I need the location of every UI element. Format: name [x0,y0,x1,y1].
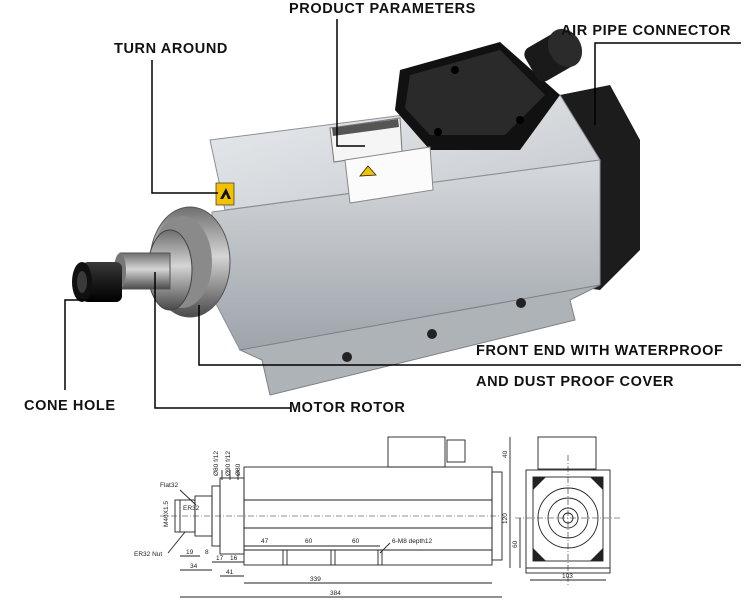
rotor-shaft [119,252,171,290]
leader-front-end [198,305,741,366]
leader-motor-rotor [154,272,290,409]
leader-cone-hole [64,299,95,390]
dim-holes: 6-M8 depth12 [392,538,432,545]
callout-cone-hole: CONE HOLE [24,398,116,414]
dim-flat: Flat32 [160,482,178,489]
dim-h40: 40 [502,450,509,458]
dim-h120: 120 [502,513,509,524]
foot-bolt-hole [427,329,437,339]
dim-h60: 60 [512,540,519,548]
dim-60b: 60 [352,538,360,545]
dim-60a: 60 [305,538,313,545]
dim-384: 384 [330,590,341,597]
rotation-sticker [215,182,235,206]
dim-er-nut: ER32 Nut [134,551,162,558]
callout-motor-rotor: MOTOR ROTOR [289,400,406,416]
terminal-screw [451,66,459,74]
callout-front-end-line1: FRONT END WITH WATERPROOF [476,343,724,359]
drawing-end-view-box [537,436,597,470]
dim-er-label: ER32 [183,505,200,512]
dim-19: 19 [186,549,194,556]
end-view-corners [533,477,603,561]
dim-34: 34 [190,563,198,570]
terminal-screw [516,116,524,124]
dim-339: 339 [310,576,321,583]
callout-front-end-line2: AND DUST PROOF COVER [476,374,675,390]
dim-17: 17 [216,555,224,562]
mounting-foot [238,284,601,396]
spindle-illustration [64,19,741,409]
dim-16: 16 [230,555,238,562]
leader-air-pipe [594,42,741,125]
er-collet-nut [72,262,122,302]
nameplate [329,117,434,204]
drawing-gland [446,439,466,463]
dim-thread: M40X1.5 [163,501,170,527]
dim-8: 8 [205,549,209,556]
callout-turn-around: TURN AROUND [114,41,228,57]
foot-bolt-hole [516,298,526,308]
leader-lines [64,19,741,409]
cable-gland [524,28,583,82]
dim-41: 41 [226,569,234,576]
dim-dia2: Ø90 f/12 [225,451,232,476]
foot-bolt-hole [342,352,352,362]
drawing-terminal-box [387,436,446,468]
dim-dia1: Ø80 f/12 [213,451,220,476]
leader-turn-around [151,60,218,194]
dim-dia3: Ø80 [235,463,242,476]
leader-product-parameters [336,19,365,147]
terminal-screw [434,128,442,136]
callout-air-pipe-connector: AIR PIPE CONNECTOR [561,23,732,39]
dim-47: 47 [261,538,269,545]
callout-product-parameters: PRODUCT PARAMETERS [289,1,476,17]
dim-w103: 103 [562,573,573,580]
